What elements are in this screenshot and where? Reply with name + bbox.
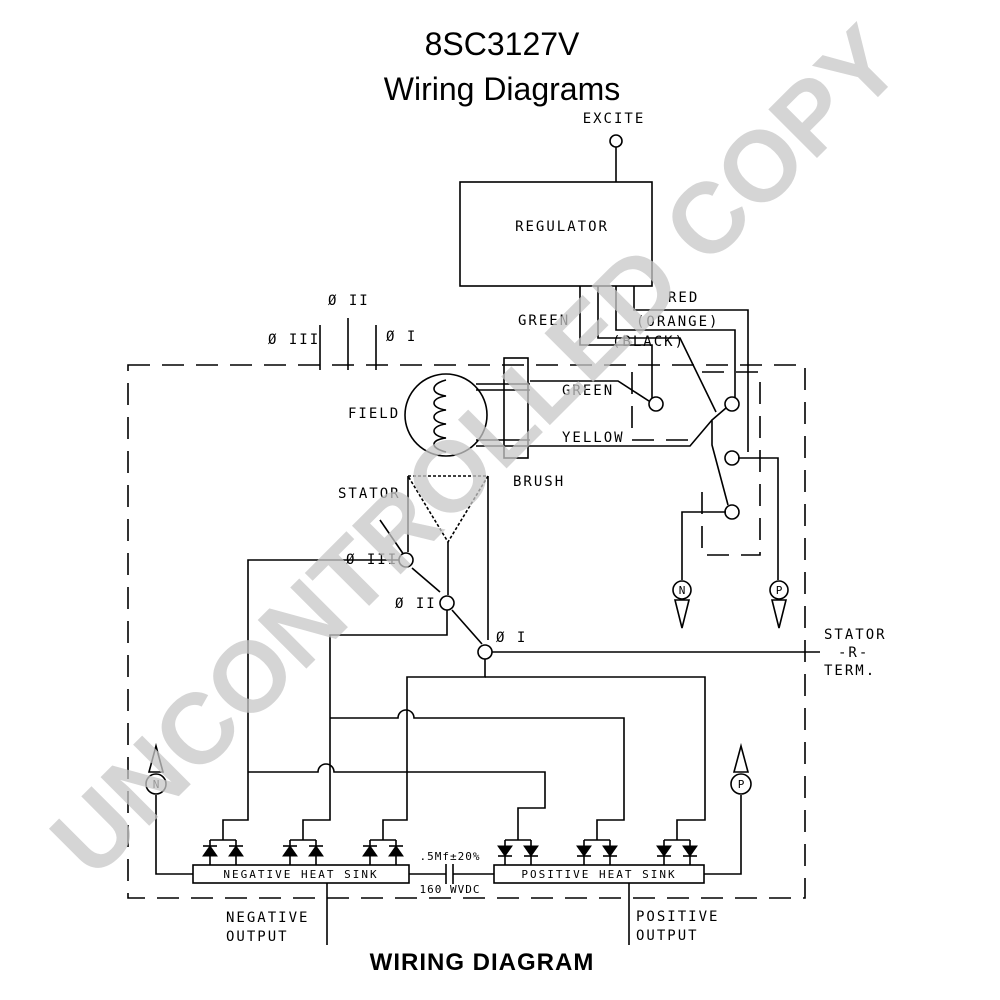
excite-terminal (609, 134, 623, 148)
brush-holder (503, 357, 529, 459)
capacitor-rating: .5Mf±20% (420, 850, 481, 863)
regulator-terminal-2 (724, 396, 740, 412)
phase-i-label: Ø I (496, 630, 527, 646)
negative-diodes (202, 839, 404, 865)
field-green-label: GREEN (562, 383, 614, 399)
positive-p-terminal (730, 773, 752, 795)
regulator-terminal-3 (724, 450, 740, 466)
footer-caption: WIRING DIAGRAM (370, 949, 595, 976)
phase-ii-top-label: Ø II (328, 293, 370, 309)
positive-diodes (497, 839, 698, 865)
model-title: 8SC3127V (425, 26, 580, 62)
capacitor-voltage: 160 WVDC (420, 883, 481, 896)
brush-label: BRUSH (513, 474, 565, 490)
excite-label: EXCITE (583, 111, 646, 127)
positive-output-label-1: POSITIVE (636, 909, 719, 925)
phase-i-terminal (477, 644, 493, 660)
stator-label: STATOR (338, 486, 401, 502)
diagram-subtitle: Wiring Diagrams (384, 71, 620, 107)
wire-orange-label: (ORANGE) (636, 314, 719, 330)
n-output-terminal (672, 580, 692, 600)
phase-i-top-label: Ø I (386, 329, 417, 345)
negative-n-label: N (153, 778, 160, 791)
field-label: FIELD (348, 406, 400, 422)
stator-r-label-3: TERM. (824, 663, 876, 679)
phase-ii-terminal (439, 595, 455, 611)
regulator-terminal-1 (648, 396, 664, 412)
stator-winding (406, 475, 490, 544)
phase-iii-top-label: Ø III (268, 332, 320, 348)
wire-red-label: RED (668, 290, 699, 306)
negative-n-terminal (145, 773, 167, 795)
negative-heat-sink-label: NEGATIVE HEAT SINK (223, 868, 378, 881)
positive-p-label: P (738, 778, 745, 791)
stator-r-label-1: STATOR (824, 627, 887, 643)
positive-heat-sink-label: POSITIVE HEAT SINK (521, 868, 676, 881)
wire-green-label: GREEN (518, 313, 570, 329)
field-coil (404, 373, 488, 457)
alternator-housing-outline (127, 364, 806, 899)
uncontrolled-copy-watermark: UNCONTROLLED COPY (30, 5, 922, 897)
wire-black-label: (BLACK) (612, 334, 685, 350)
stator-r-label-2: -R- (838, 645, 869, 661)
positive-output-label-2: OUTPUT (636, 928, 699, 944)
p-output-label: P (776, 584, 783, 597)
p-output-terminal (769, 580, 789, 600)
regulator-box (459, 181, 653, 287)
n-output-label: N (679, 584, 686, 597)
regulator-label: REGULATOR (515, 219, 609, 235)
phase-ii-label: Ø II (395, 596, 437, 612)
field-yellow-label: YELLOW (562, 430, 625, 446)
negative-output-label-1: NEGATIVE (226, 910, 309, 926)
regulator-terminal-4 (724, 504, 740, 520)
negative-output-label-2: OUTPUT (226, 929, 289, 945)
